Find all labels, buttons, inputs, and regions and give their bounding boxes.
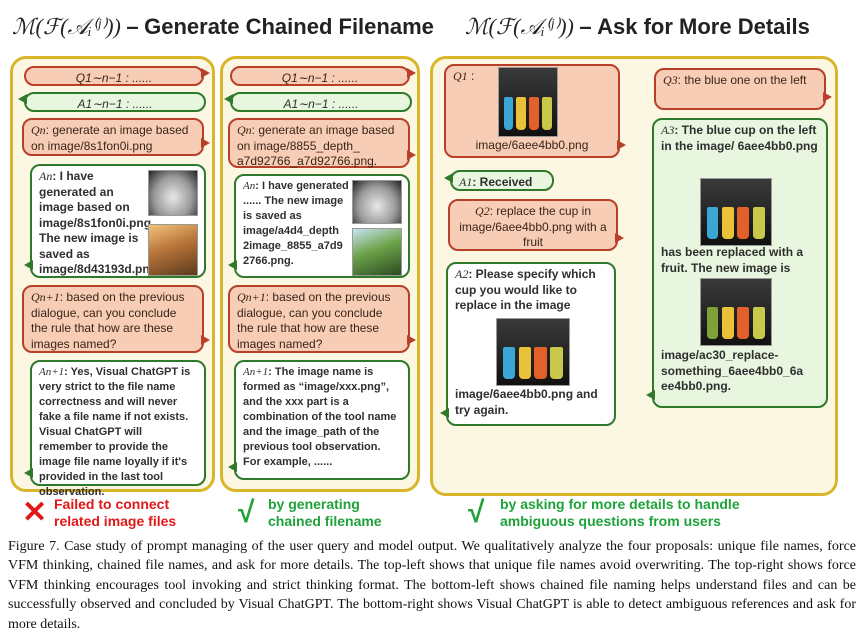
right-a2-tag: A2	[455, 267, 469, 281]
mid-qn1-tag: Qn+1	[237, 290, 266, 304]
mid-an-text: : I have generated ...... The new image …	[243, 180, 349, 267]
left-q-prev: Q1∼n−1 : ......	[24, 66, 210, 86]
right-a3: A3: The blue cup on the left in the imag…	[646, 118, 828, 408]
left-an1: An+1: Yes, Visual ChatGPT is very strict…	[24, 360, 206, 498]
left-title-math: ℳ(ℱ(𝒜ᵢ⁽ʲ⁾))	[12, 14, 121, 39]
mid-an-image-1	[352, 180, 402, 224]
left-an-tag: An	[39, 169, 53, 183]
left-an1-text: : Yes, Visual ChatGPT is very strict to …	[39, 366, 191, 498]
ok-mark-2-icon: √	[468, 496, 485, 529]
mid-an1-tag: An+1	[243, 366, 269, 378]
right-title-math: ℳ(ℱ(𝒜ᵢ⁽ʲ⁾))	[465, 14, 574, 39]
left-qn: Qn: generate an image based on image/8s1…	[22, 118, 210, 156]
left-an: An: I have generated an image based on i…	[24, 164, 206, 278]
mid-qn-text: : generate an image based on image/8855_…	[237, 123, 395, 168]
right-a3-tail: image/ac30_replace-something_6aee4bb0_6a…	[661, 348, 804, 393]
mid-an1-text: : The image name is formed as “image/xxx…	[243, 366, 397, 468]
fail-mark-icon: ✕	[22, 496, 48, 529]
right-q1-file: image/6aee4bb0.png	[475, 137, 589, 152]
left-qn-tag: Qn	[31, 123, 46, 137]
left-qn1-text: : based on the previous dialogue, can yo…	[31, 290, 185, 351]
right-q3: Q3: the blue one on the left	[654, 68, 832, 110]
fail-text: Failed to connect related image files	[54, 496, 177, 529]
right-title-text: Ask for More Details	[597, 14, 810, 39]
mid-q-prev-text: Q1∼n−1 : ......	[281, 71, 359, 85]
right-q2: Q2: replace the cup in image/6aee4bb0.pn…	[448, 199, 624, 251]
left-an-image-2	[148, 224, 198, 276]
left-qn-text: : generate an image based on image/8s1fo…	[31, 123, 189, 153]
left-an-text: : I have generated an image based on ima…	[39, 169, 158, 276]
mid-qn1-text: : based on the previous dialogue, can yo…	[237, 290, 391, 351]
right-q2-text: : replace the cup in image/6aee4bb0.png …	[459, 204, 607, 249]
right-q1-image	[498, 67, 558, 137]
left-title-dash: –	[126, 14, 139, 39]
mid-qn: Qn: generate an image based on image/885…	[228, 118, 416, 168]
left-a-prev: A1∼n−1 : ......	[18, 92, 206, 112]
right-q3-tag: Q3	[663, 73, 678, 87]
right-a2-tail: image/6aee4bb0.png and try again.	[455, 387, 598, 417]
right-title: ℳ(ℱ(𝒜ᵢ⁽ʲ⁾)) – Ask for More Details	[465, 14, 810, 40]
right-a3-tag: A3	[661, 123, 675, 137]
right-q2-tag: Q2	[474, 204, 490, 218]
right-a3-image-2	[700, 278, 772, 346]
right-a2-image	[496, 318, 570, 386]
right-a3-image-1	[700, 178, 772, 246]
left-title-text: Generate Chained Filename	[144, 14, 434, 39]
right-q1-colon: :	[471, 69, 475, 83]
ok-text-2: by asking for more details to handle amb…	[500, 496, 740, 529]
left-title: ℳ(ℱ(𝒜ᵢ⁽ʲ⁾)) – Generate Chained Filename	[12, 14, 434, 40]
mid-qn-tag: Qn	[237, 123, 252, 137]
mid-q-prev: Q1∼n−1 : ......	[230, 66, 416, 86]
left-an-image-1	[148, 170, 198, 216]
right-a3-mid: has been replaced with a fruit. The new …	[661, 245, 804, 275]
right-q1-tag: Q1	[453, 69, 468, 83]
mid-an: An: I have generated ...... The new imag…	[228, 174, 410, 278]
left-an1-tag: An+1	[39, 366, 65, 378]
ok-text-1: by generating chained filename	[268, 496, 382, 529]
mid-qn1: Qn+1: based on the previous dialogue, ca…	[228, 285, 416, 353]
right-title-dash: –	[579, 14, 592, 39]
left-qn1-tag: Qn+1	[31, 290, 60, 304]
mid-an1: An+1: The image name is formed as “image…	[228, 360, 410, 480]
right-a3-text: : The blue cup on the left in the image/…	[661, 123, 818, 153]
left-qn1: Qn+1: based on the previous dialogue, ca…	[22, 285, 210, 353]
mid-a-prev-text: A1∼n−1 : ......	[283, 97, 359, 111]
right-a1-text: : Received	[472, 175, 533, 189]
right-q3-text: : the blue one on the left	[677, 73, 807, 87]
mid-a-prev: A1∼n−1 : ......	[224, 92, 412, 112]
ok-mark-1-icon: √	[238, 496, 255, 529]
figure-caption: Figure 7. Case study of prompt managing …	[8, 539, 856, 632]
mid-an-tag: An	[243, 180, 256, 192]
mid-an-image-2	[352, 228, 402, 276]
left-q-prev-text: Q1∼n−1 : ......	[75, 71, 153, 85]
right-a1: A1: Received	[444, 170, 554, 191]
left-a-prev-text: A1∼n−1 : ......	[77, 97, 153, 111]
right-a2-text: : Please specify which cup you would lik…	[455, 267, 596, 312]
right-a1-tag: A1	[459, 175, 473, 189]
